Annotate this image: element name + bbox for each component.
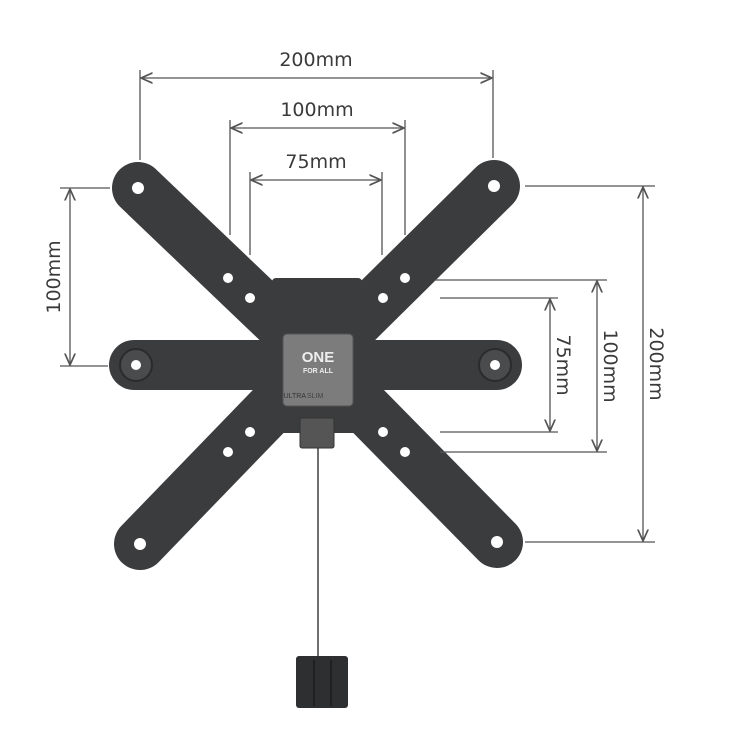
product-name-b: SLIM xyxy=(307,393,324,400)
product-name-a: ULTRA xyxy=(284,393,307,400)
dim-label-top-inner: 75mm xyxy=(285,151,346,173)
dim-label-left: 100mm xyxy=(43,240,65,313)
dim-label-right-inner: 75mm xyxy=(552,334,574,395)
pull-weight xyxy=(296,656,348,708)
dimension-lines xyxy=(60,70,655,543)
dim-label-right-outer: 200mm xyxy=(645,327,667,400)
dim-label-top-outer: 200mm xyxy=(279,49,352,71)
dim-label-top-middle: 100mm xyxy=(280,99,353,121)
logo-text: ONE xyxy=(302,349,335,366)
logo-badge xyxy=(282,333,354,407)
mounting-holes xyxy=(132,180,503,550)
release-clip xyxy=(299,417,335,449)
logo-subtext: FOR ALL xyxy=(303,368,334,375)
dim-label-right-middle: 100mm xyxy=(599,329,621,402)
